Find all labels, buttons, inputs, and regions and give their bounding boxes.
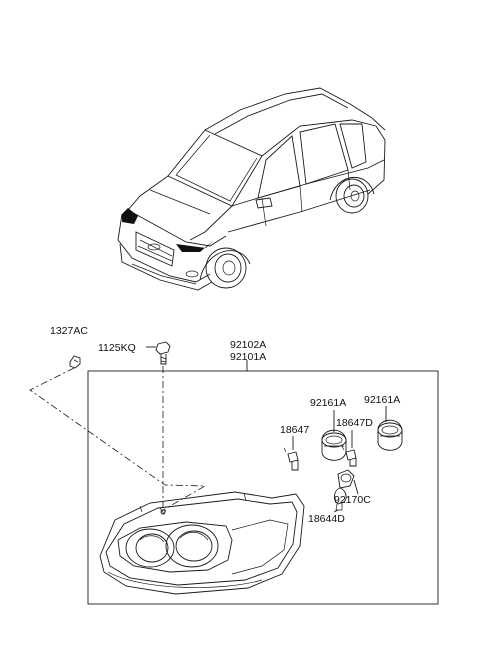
socket-92161a-left-icon (321, 429, 347, 461)
leader-18644d (333, 509, 339, 513)
label-1125kq: 1125KQ (98, 342, 136, 354)
bulb-18647d-icon (341, 445, 357, 467)
socket-92161a-right-icon (377, 419, 403, 451)
label-1327ac: 1327AC (50, 325, 88, 337)
headlamp-assembly-icon (99, 491, 305, 595)
bolt-1125kq-icon (155, 341, 171, 365)
label-92101a: 92101A (230, 351, 266, 363)
nut-1327ac-icon (69, 355, 81, 369)
label-18647d: 18647D (336, 417, 373, 429)
label-92170c: 92170C (334, 494, 371, 506)
label-18644d: 18644D (308, 513, 345, 525)
assembly-frame (87, 370, 439, 605)
suv-vehicle-illustration (117, 87, 386, 291)
label-18647: 18647 (280, 424, 309, 436)
label-92102a: 92102A (230, 339, 266, 351)
label-92161a-left: 92161A (310, 397, 346, 409)
label-92161a-right: 92161A (364, 394, 400, 406)
bulb-18644d-icon (333, 487, 347, 511)
socket-92170c-icon (337, 469, 355, 489)
dashed-leader-1327ac (29, 367, 207, 511)
bulb-18647-icon (283, 447, 299, 471)
leader-92170c (353, 479, 359, 495)
